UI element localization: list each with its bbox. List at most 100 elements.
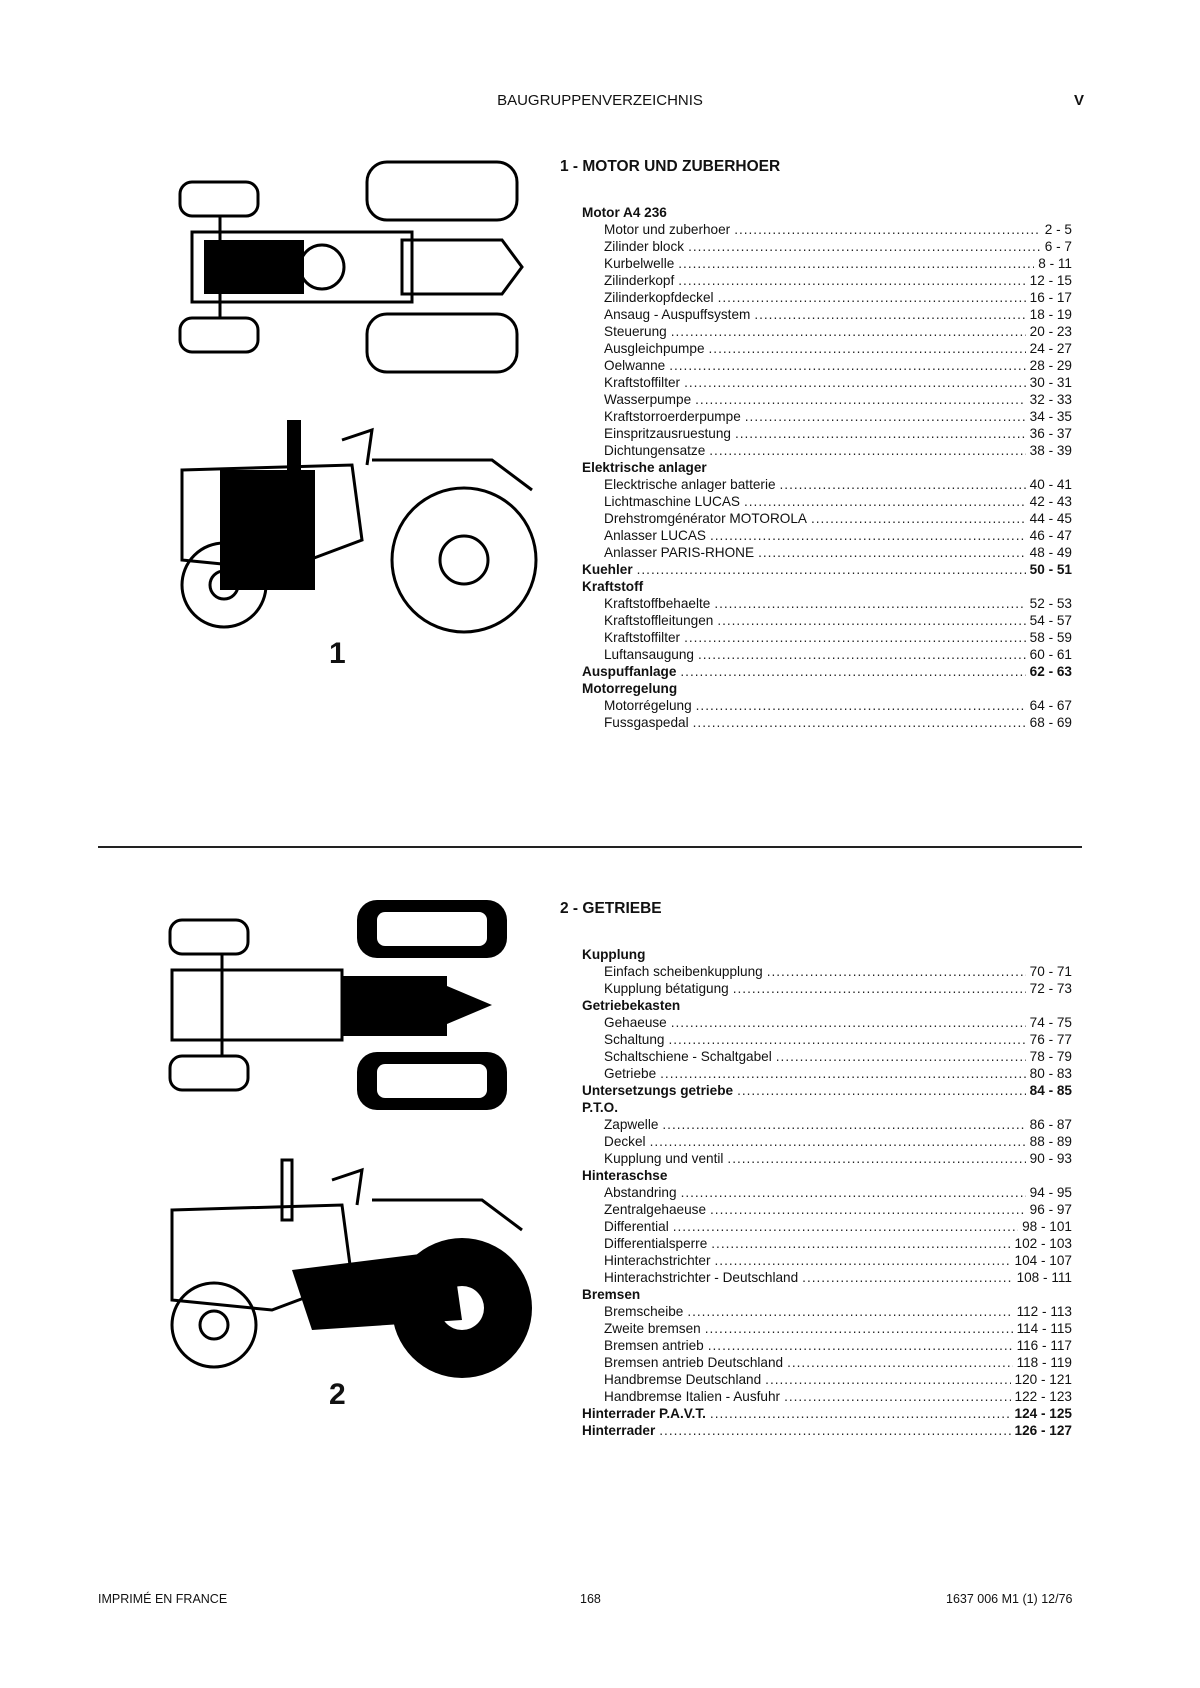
toc-page-range: 122 - 123 bbox=[1014, 1389, 1072, 1404]
toc-dot-leader bbox=[733, 980, 1026, 997]
toc-dot-leader bbox=[735, 425, 1026, 442]
toc-page-range: 96 - 97 bbox=[1029, 1202, 1072, 1217]
toc-entry-row: Kraftstoffilter30 - 31 bbox=[582, 374, 1072, 391]
toc-entry-label: Getriebekasten bbox=[582, 998, 681, 1013]
toc-entry-label: Bremsen bbox=[582, 1287, 641, 1302]
toc-entry-row: Hinterachstrichter104 - 107 bbox=[582, 1252, 1072, 1269]
toc-entry-row: Einfach scheibenkupplung70 - 71 bbox=[582, 963, 1072, 980]
toc-page-range: 46 - 47 bbox=[1029, 528, 1072, 543]
toc-entry-row: Elecktrische anlager batterie 40 - 41 bbox=[582, 476, 1072, 493]
toc-entry-label: Hinterachstrichter bbox=[604, 1253, 711, 1268]
toc-page-range: 50 - 51 bbox=[1029, 562, 1072, 577]
toc-entry-row: Kupplung und ventil90 - 93 bbox=[582, 1150, 1072, 1167]
toc-entry-row: Dichtungensatze38 - 39 bbox=[582, 442, 1072, 459]
toc-dot-leader bbox=[687, 1303, 1012, 1320]
tractor-side-view-illustration-1 bbox=[180, 420, 538, 634]
toc-entry-row: Abstandring94 - 95 bbox=[582, 1184, 1072, 1201]
toc-page-range: 120 - 121 bbox=[1014, 1372, 1072, 1387]
toc-dot-leader bbox=[758, 544, 1026, 561]
toc-page-range: 64 - 67 bbox=[1029, 698, 1072, 713]
toc-entry-row: Zapwelle86 - 87 bbox=[582, 1116, 1072, 1133]
toc-entry-label: Handbremse Deutschland bbox=[604, 1372, 762, 1387]
toc-dot-leader bbox=[734, 221, 1041, 238]
tractor-side-view-illustration-2 bbox=[170, 1158, 532, 1378]
toc-dot-leader bbox=[717, 612, 1025, 629]
toc-entry-label: Einfach scheibenkupplung bbox=[604, 964, 763, 979]
toc-entry-row: Gehaeuse74 - 75 bbox=[582, 1014, 1072, 1031]
toc-entry-label: Steuerung bbox=[604, 324, 667, 339]
toc-page-range: 68 - 69 bbox=[1029, 715, 1072, 730]
toc-entry-row: Motorrégelung64 - 67 bbox=[582, 697, 1072, 714]
toc-entry-row: Anlasser LUCAS 46 - 47 bbox=[582, 527, 1072, 544]
toc-group-row: Motorregelung bbox=[582, 680, 1072, 697]
toc-entry-label: Kraftstoff bbox=[582, 579, 644, 594]
toc-entry-label: Differentialsperre bbox=[604, 1236, 708, 1251]
toc-page-range: 34 - 35 bbox=[1029, 409, 1072, 424]
toc-entry-row: Differentialsperre 102 - 103 bbox=[582, 1235, 1072, 1252]
toc-entry-row: Ausgleichpumpe24 - 27 bbox=[582, 340, 1072, 357]
toc-entry-row: Kraftstoffilter58 - 59 bbox=[582, 629, 1072, 646]
toc-dot-leader bbox=[784, 1388, 1010, 1405]
toc-page-range: 112 - 113 bbox=[1016, 1304, 1072, 1319]
toc-dot-leader bbox=[745, 408, 1026, 425]
toc-dot-leader bbox=[737, 1082, 1026, 1099]
toc-entry-row: Ansaug - Auspuffsystem18 - 19 bbox=[582, 306, 1072, 323]
toc-dot-leader bbox=[678, 255, 1034, 272]
toc-group-row: Getriebekasten bbox=[582, 997, 1072, 1014]
toc-dot-leader bbox=[710, 1201, 1026, 1218]
toc-entry-label: Kraftstoffbehaelte bbox=[604, 596, 711, 611]
toc-entry-row: Bremscheibe112 - 113 bbox=[582, 1303, 1072, 1320]
toc-entry-row: Hinterachstrichter - Deutschland108 - 11… bbox=[582, 1269, 1072, 1286]
toc-page-range: 126 - 127 bbox=[1014, 1423, 1072, 1438]
toc-dot-leader bbox=[718, 289, 1026, 306]
toc-page-range: 98 - 101 bbox=[1022, 1219, 1072, 1234]
toc-entry-label: Auspuffanlage bbox=[582, 664, 677, 679]
toc-entry-label: P.T.O. bbox=[582, 1100, 619, 1115]
toc-entry-row: Bremsen antrieb116 - 117 bbox=[582, 1337, 1072, 1354]
toc-dot-leader bbox=[662, 1116, 1025, 1133]
toc-page-range: 102 - 103 bbox=[1014, 1236, 1072, 1251]
toc-entry-label: Anlasser LUCAS bbox=[604, 528, 706, 543]
toc-entry-row: Luftansaugung60 - 61 bbox=[582, 646, 1072, 663]
toc-entry-label: Zilinder block bbox=[604, 239, 685, 254]
section-2-title: 2 - GETRIEBE bbox=[560, 900, 662, 917]
toc-page-range: 32 - 33 bbox=[1029, 392, 1072, 407]
toc-group-row: Auspuffanlage62 - 63 bbox=[582, 663, 1072, 680]
toc-dot-leader bbox=[811, 510, 1026, 527]
toc-entry-row: Differential98 - 101 bbox=[582, 1218, 1072, 1235]
toc-entry-label: Kraftstoffleitungen bbox=[604, 613, 714, 628]
toc-entry-row: Getriebe80 - 83 bbox=[582, 1065, 1072, 1082]
toc-entry-label: Dichtungensatze bbox=[604, 443, 706, 458]
toc-entry-label: Einspritzausruestung bbox=[604, 426, 731, 441]
toc-entry-label: Zapwelle bbox=[604, 1117, 659, 1132]
toc-page-range: 58 - 59 bbox=[1029, 630, 1072, 645]
toc-dot-leader bbox=[650, 1133, 1026, 1150]
toc-entry-row: Handbremse Deutschland 120 - 121 bbox=[582, 1371, 1072, 1388]
toc-entry-label: Elecktrische anlager batterie bbox=[604, 477, 776, 492]
toc-dot-leader bbox=[671, 1014, 1026, 1031]
toc-entry-label: Gehaeuse bbox=[604, 1015, 667, 1030]
toc-entry-label: Untersetzungs getriebe bbox=[582, 1083, 734, 1098]
toc-page-range: 88 - 89 bbox=[1029, 1134, 1072, 1149]
toc-entry-label: Luftansaugung bbox=[604, 647, 694, 662]
toc-page-range: 54 - 57 bbox=[1029, 613, 1072, 628]
toc-page-range: 8 - 11 bbox=[1038, 256, 1072, 271]
tractor-top-view-illustration-2 bbox=[168, 900, 507, 1110]
toc-entry-row: Zilinderkopf12 - 15 bbox=[582, 272, 1072, 289]
toc-entry-row: Zilinderkopfdeckel16 - 17 bbox=[582, 289, 1072, 306]
footer-printed-in: IMPRIMÉ EN FRANCE bbox=[98, 1592, 228, 1606]
toc-dot-leader bbox=[688, 238, 1041, 255]
toc-dot-leader bbox=[776, 1048, 1026, 1065]
toc-entry-label: Bremsen antrieb bbox=[604, 1338, 704, 1353]
toc-page-range: 40 - 41 bbox=[1029, 477, 1072, 492]
toc-entry-row: Kurbelwelle8 - 11 bbox=[582, 255, 1072, 272]
toc-entry-row: Einspritzausruestung36 - 37 bbox=[582, 425, 1072, 442]
toc-dot-leader bbox=[693, 714, 1026, 731]
section-divider bbox=[98, 846, 1082, 848]
toc-group-row: Bremsen bbox=[582, 1286, 1072, 1303]
toc-entry-row: Bremsen antrieb Deutschland118 - 119 bbox=[582, 1354, 1072, 1371]
toc-entry-row: Handbremse Italien - Ausfuhr122 - 123 bbox=[582, 1388, 1072, 1405]
toc-entry-label: Kupplung bbox=[582, 947, 646, 962]
toc-page-range: 28 - 29 bbox=[1029, 358, 1072, 373]
toc-entry-row: Deckel88 - 89 bbox=[582, 1133, 1072, 1150]
